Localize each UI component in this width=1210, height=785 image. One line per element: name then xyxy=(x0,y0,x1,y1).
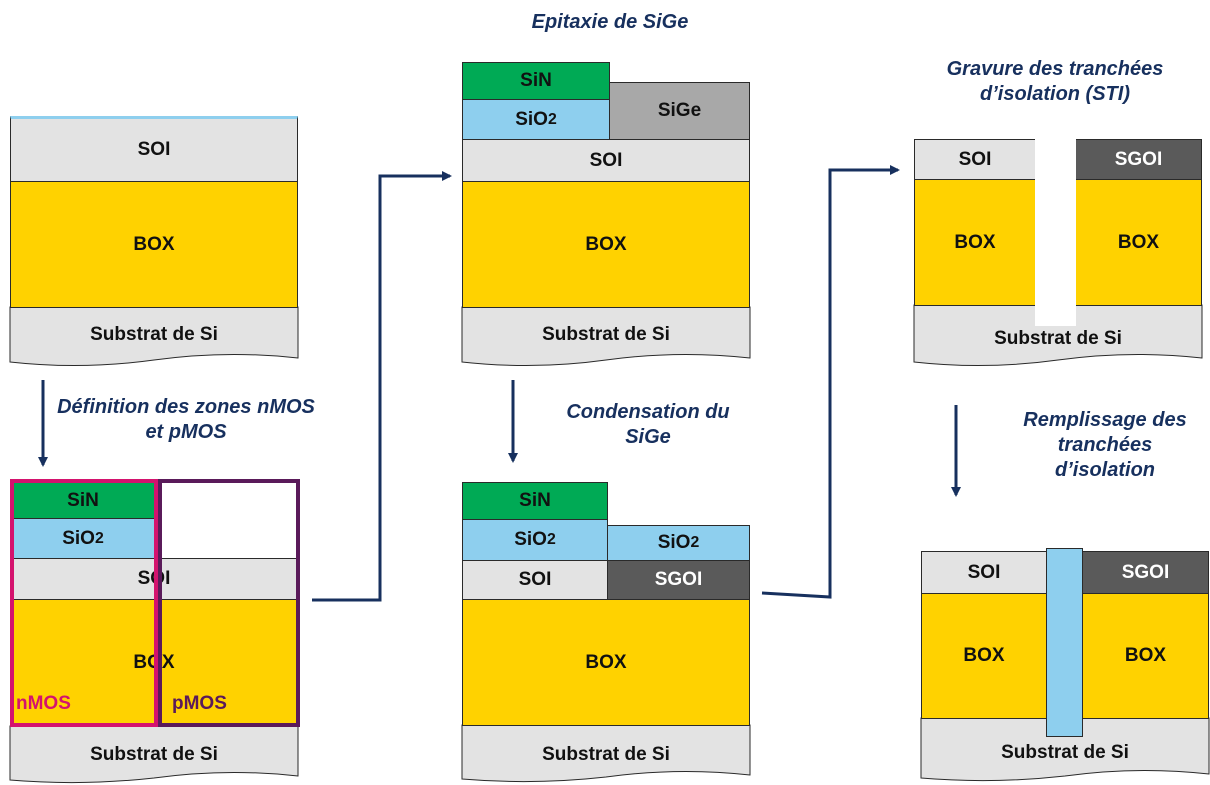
caption-sti-etch: Gravure des tranchées d’isolation (STI) xyxy=(946,58,1164,105)
stack3-sin-layer: SiN xyxy=(462,62,610,100)
caption-sige-condensation: Condensation du SiGe xyxy=(566,401,730,448)
stack5-trench xyxy=(1035,139,1076,326)
nmos-zone-outline xyxy=(10,479,158,727)
stack6-sti-oxide xyxy=(1046,548,1083,737)
pmos-label: pMOS xyxy=(172,693,227,714)
stack6-box-left-layer: BOX xyxy=(921,593,1047,719)
stack5-box-right-layer: BOX xyxy=(1075,179,1202,306)
substrate-shape-6 xyxy=(920,717,1210,782)
substrate-shape-4 xyxy=(461,724,751,783)
stack6-box-right-layer: BOX xyxy=(1082,593,1209,719)
substrate-shape-2 xyxy=(9,725,299,784)
stack5-box-left-layer: BOX xyxy=(914,179,1036,306)
substrate-shape-3 xyxy=(461,306,751,367)
stack5-substrate-label: Substrat de Si xyxy=(994,328,1122,349)
stack3-box-layer: BOX xyxy=(462,181,750,308)
stack5-soi-layer: SOI xyxy=(914,139,1036,180)
stack6-substrate-label: Substrat de Si xyxy=(1001,742,1129,763)
caption-sti-fill: Remplissage des tranchées d’isolation xyxy=(1023,409,1187,481)
pmos-zone-outline xyxy=(158,479,300,727)
arrow-step-2 xyxy=(761,165,900,599)
stack1-soi-layer: SOI xyxy=(10,116,298,182)
stack4-soi-layer: SOI xyxy=(462,560,608,600)
stack3-substrate-label: Substrat de Si xyxy=(542,324,670,345)
stack4-sin-layer: SiN xyxy=(462,482,608,520)
arrow-step-1 xyxy=(312,171,452,602)
stack2-substrate-label: Substrat de Si xyxy=(90,744,218,765)
stack4-substrate-label: Substrat de Si xyxy=(542,744,670,765)
substrate-shape-5 xyxy=(913,304,1203,367)
stack6-soi-layer: SOI xyxy=(921,551,1047,594)
stack1-box-layer: BOX xyxy=(10,181,298,308)
stack5-sgoi-layer: SGOI xyxy=(1075,139,1202,180)
stack6-sgoi-layer: SGOI xyxy=(1082,551,1209,594)
caption-sige-epitaxy: Epitaxie de SiGe xyxy=(531,11,689,33)
stack1-substrate-label: Substrat de Si xyxy=(90,324,218,345)
stack3-sige-layer: SiGe xyxy=(609,82,750,140)
substrate-shape-1 xyxy=(9,306,299,367)
stack4-sgoi-layer: SGOI xyxy=(607,560,750,600)
stack3-soi-layer: SOI xyxy=(462,139,750,182)
stack4-box-layer: BOX xyxy=(462,599,750,726)
caption-zone-definition: Définition des zones nMOS et pMOS xyxy=(57,396,315,443)
nmos-label: nMOS xyxy=(16,693,71,714)
